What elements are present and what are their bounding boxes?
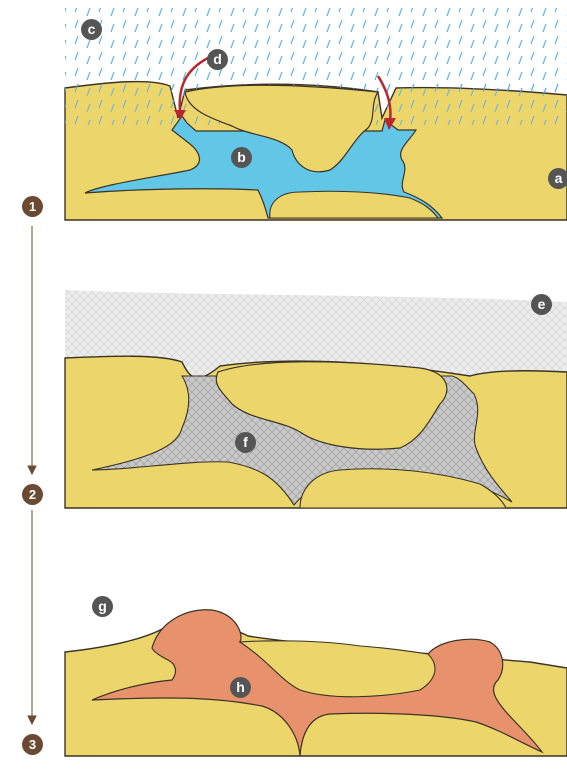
step-marker-1: 1	[22, 196, 43, 217]
label-h: h	[230, 677, 251, 698]
label-d-text: d	[213, 51, 222, 67]
step-marker-2: 2	[22, 484, 43, 505]
label-b-text: b	[237, 149, 246, 165]
step-number: 2	[29, 487, 36, 502]
label-c-text: c	[88, 21, 96, 37]
label-c: c	[81, 19, 102, 40]
step-timeline	[28, 226, 36, 724]
label-e: e	[531, 294, 552, 315]
label-g: g	[92, 596, 113, 617]
label-d: d	[207, 49, 228, 70]
label-a-text: a	[555, 170, 563, 186]
timeline-arrowhead-2	[28, 716, 36, 724]
label-a: a	[548, 168, 567, 189]
label-f-text: f	[243, 434, 248, 450]
step-marker-3: 3	[22, 734, 43, 755]
label-e-text: e	[538, 296, 546, 312]
step-number: 1	[29, 199, 36, 214]
step-number: 3	[29, 737, 36, 752]
label-b: b	[231, 147, 252, 168]
timeline-arrowhead-1	[28, 466, 36, 474]
label-f: f	[235, 432, 256, 453]
panel-3	[65, 610, 567, 756]
panel-2	[65, 290, 567, 508]
label-g-text: g	[98, 598, 107, 614]
label-h-text: h	[236, 679, 245, 695]
panel-1	[65, 8, 567, 220]
